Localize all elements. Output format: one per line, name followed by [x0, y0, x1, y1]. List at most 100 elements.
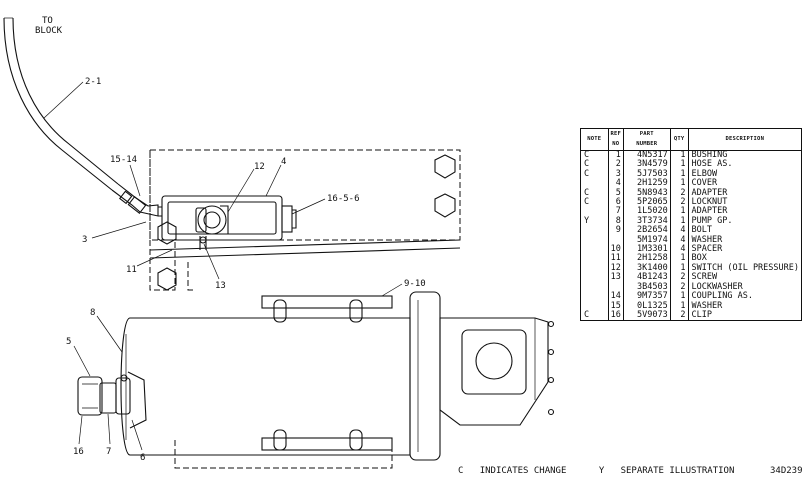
pump-group	[77, 291, 555, 469]
cell-part-number: 5J7503	[622, 169, 671, 180]
cell-description: COUPLING AS.	[687, 291, 803, 302]
cell-description: CLIP	[687, 310, 803, 322]
cell-note	[580, 282, 609, 293]
cell-qty: 2	[669, 310, 689, 322]
cell-ref-no: 16	[607, 310, 624, 322]
cell-note: Y	[580, 216, 609, 227]
cell-note: C	[580, 310, 609, 322]
callout-16: 16	[73, 447, 84, 457]
callout-11: 11	[126, 265, 137, 275]
header-qty: QTY	[669, 128, 689, 151]
cell-description: COVER	[687, 178, 803, 189]
cell-note: C	[580, 169, 609, 180]
cell-description: SWITCH (OIL PRESSURE)	[687, 263, 803, 274]
callout-3: 3	[82, 235, 87, 245]
legend-y-text: SEPARATE ILLUSTRATION	[620, 466, 735, 476]
cell-note: C	[580, 197, 609, 208]
cell-part-number: 4N5317	[622, 150, 671, 161]
callout-4: 4	[281, 157, 286, 167]
leader-lines	[43, 81, 403, 451]
cell-description: ADAPTER	[687, 207, 803, 217]
callout-16-5-6: 16-5-6	[327, 194, 360, 204]
callout-13: 13	[215, 281, 226, 291]
callout-6: 6	[140, 453, 145, 463]
header-description: DESCRIPTION	[687, 128, 803, 151]
cell-part-number: 5N8943	[622, 188, 671, 199]
cell-part-number: 3T3734	[622, 216, 671, 227]
label-to-block: BLOCK	[35, 26, 63, 36]
cell-ref-no: 1	[607, 150, 624, 161]
cell-ref-no: 5	[607, 188, 624, 199]
cell-note	[580, 235, 609, 246]
cell-description: BOX	[687, 254, 803, 264]
mounting-bracket	[149, 149, 461, 291]
legend-c-text: INDICATES CHANGE	[479, 466, 567, 476]
cell-part-number: 4B1243	[622, 272, 671, 283]
cell-description: WASHER	[687, 235, 803, 246]
cell-description: PUMP GP.	[687, 216, 803, 227]
cell-ref-no: 14	[607, 291, 624, 302]
cell-part-number: 1L5020	[622, 207, 671, 217]
cell-note	[580, 292, 609, 302]
cell-description: SCREW	[687, 272, 803, 283]
cell-part-number: 3K1400	[622, 263, 671, 274]
callout-2-1: 2-1	[85, 77, 101, 87]
label-to-block: TO	[42, 16, 53, 26]
cell-note	[580, 254, 609, 264]
cell-ref-no: 6	[607, 197, 624, 208]
cell-part-number: 1M3301	[622, 244, 671, 255]
cell-description: BOLT	[687, 225, 803, 236]
cell-note	[580, 245, 609, 255]
cell-ref-no: 15	[607, 301, 624, 311]
cell-part-number: 5V9073	[622, 310, 671, 322]
legend-y-symbol: Y	[598, 466, 605, 476]
legend-c-symbol: C	[458, 466, 464, 476]
cell-ref-no: 11	[607, 254, 624, 264]
cell-description: LOCKNUT	[687, 197, 803, 208]
callout-8: 8	[90, 308, 95, 318]
hose-assembly	[3, 17, 159, 217]
callout-9-10: 9-10	[404, 279, 426, 289]
cell-description: LOCKWASHER	[687, 282, 803, 293]
callout-5: 5	[66, 337, 71, 347]
legend: C INDICATES CHANGE Y SEPARATE ILLUSTRATI…	[458, 466, 734, 476]
cell-ref-no: 12	[607, 263, 624, 274]
cell-description: ELBOW	[687, 169, 803, 180]
cell-description: SPACER	[687, 244, 803, 255]
cell-note	[580, 226, 609, 236]
figure-id: 34D239	[770, 466, 803, 476]
cell-ref-no: 10	[607, 244, 624, 255]
cell-part-number: 5M1974	[622, 235, 671, 246]
cell-ref-no: 13	[607, 272, 624, 283]
callout-15-14: 15-14	[110, 155, 137, 165]
cell-description: ADAPTER	[687, 188, 803, 199]
cell-description: WASHER	[687, 301, 803, 311]
cell-description: HOSE AS.	[687, 159, 803, 170]
header-note: NOTE	[580, 128, 609, 151]
cell-part-number: 9M7357	[622, 291, 671, 302]
cell-ref-no: 7	[607, 207, 624, 217]
cell-ref-no: 3	[607, 169, 624, 180]
cell-ref-no: 4	[607, 178, 624, 189]
cell-note	[580, 263, 609, 274]
cell-ref-no: 9	[607, 225, 624, 236]
cell-part-number: 3B4503	[622, 282, 671, 293]
